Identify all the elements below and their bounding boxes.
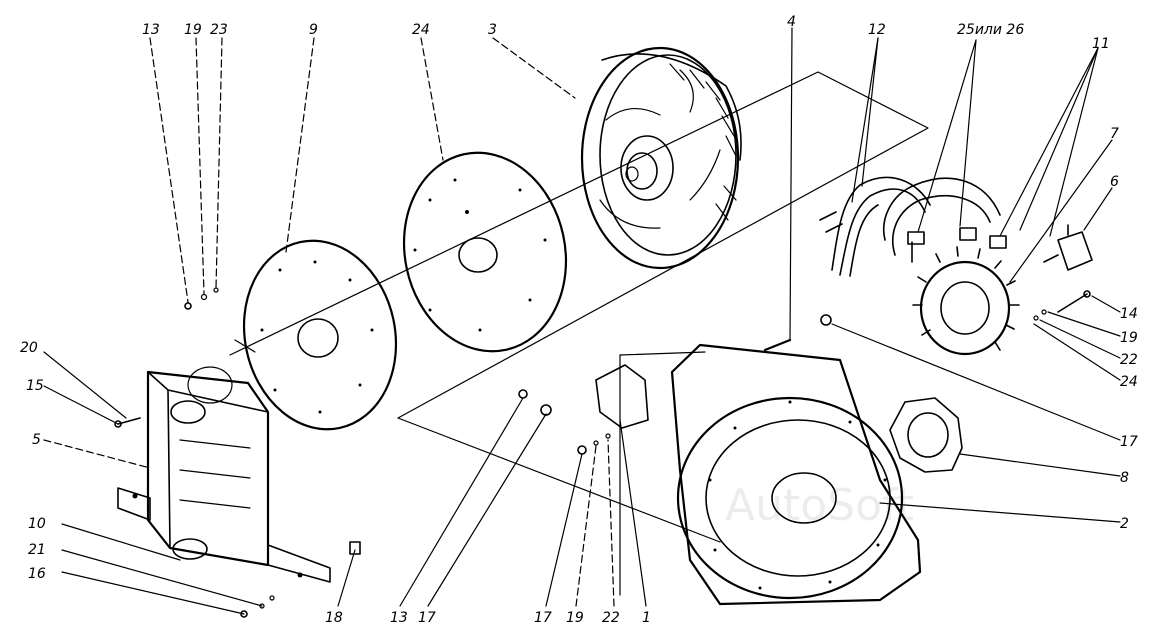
label-23: 23 — [210, 22, 228, 38]
hose-bundle — [819, 176, 1007, 277]
label-20: 20 — [20, 340, 38, 356]
label-13-top: 13 — [142, 22, 160, 38]
disk-9 — [242, 239, 398, 431]
label-8: 8 — [1120, 470, 1129, 486]
label-19-top: 19 — [184, 22, 202, 38]
label-6: 6 — [1110, 174, 1119, 190]
label-17-bottom-left: 17 — [418, 610, 436, 626]
label-21: 21 — [28, 542, 46, 558]
label-5: 5 — [32, 432, 41, 448]
bracket-frame — [117, 366, 331, 583]
label-14: 14 — [1120, 306, 1138, 322]
label-7: 7 — [1110, 126, 1119, 142]
flange — [912, 246, 1020, 356]
label-12: 12 — [868, 22, 886, 38]
housing — [670, 343, 922, 606]
label-15: 15 — [26, 378, 44, 394]
leader-lines — [43, 37, 1121, 615]
label-10: 10 — [28, 516, 46, 532]
label-22-bottom: 22 — [602, 610, 620, 626]
label-1: 1 — [642, 610, 651, 626]
label-22-right: 22 — [1120, 352, 1138, 368]
label-24-top: 24 — [412, 22, 430, 38]
gasket — [889, 397, 963, 473]
label-4: 4 — [787, 14, 796, 30]
label-19-right: 19 — [1120, 330, 1138, 346]
label-11: 11 — [1092, 36, 1110, 52]
label-3: 3 — [488, 22, 497, 38]
plate — [595, 364, 649, 429]
watermark: AutoSoft — [725, 480, 914, 531]
fitting — [1043, 224, 1093, 271]
disk-24 — [402, 151, 568, 353]
label-18: 18 — [325, 610, 343, 626]
fasteners — [114, 287, 1091, 618]
label-16: 16 — [28, 566, 46, 582]
turbine-wheel — [580, 46, 742, 270]
callout-labels: 13 19 23 9 24 3 4 12 25или 26 11 7 6 14 … — [20, 14, 1138, 626]
label-25-26: 25или 26 — [957, 22, 1024, 38]
stud — [763, 27, 793, 352]
label-17-right: 17 — [1120, 434, 1138, 450]
label-17-bottom: 17 — [534, 610, 552, 626]
label-13-bottom: 13 — [390, 610, 408, 626]
label-2: 2 — [1120, 516, 1129, 532]
label-24-right: 24 — [1120, 374, 1138, 390]
label-19-bottom: 19 — [566, 610, 584, 626]
label-9: 9 — [309, 22, 318, 38]
